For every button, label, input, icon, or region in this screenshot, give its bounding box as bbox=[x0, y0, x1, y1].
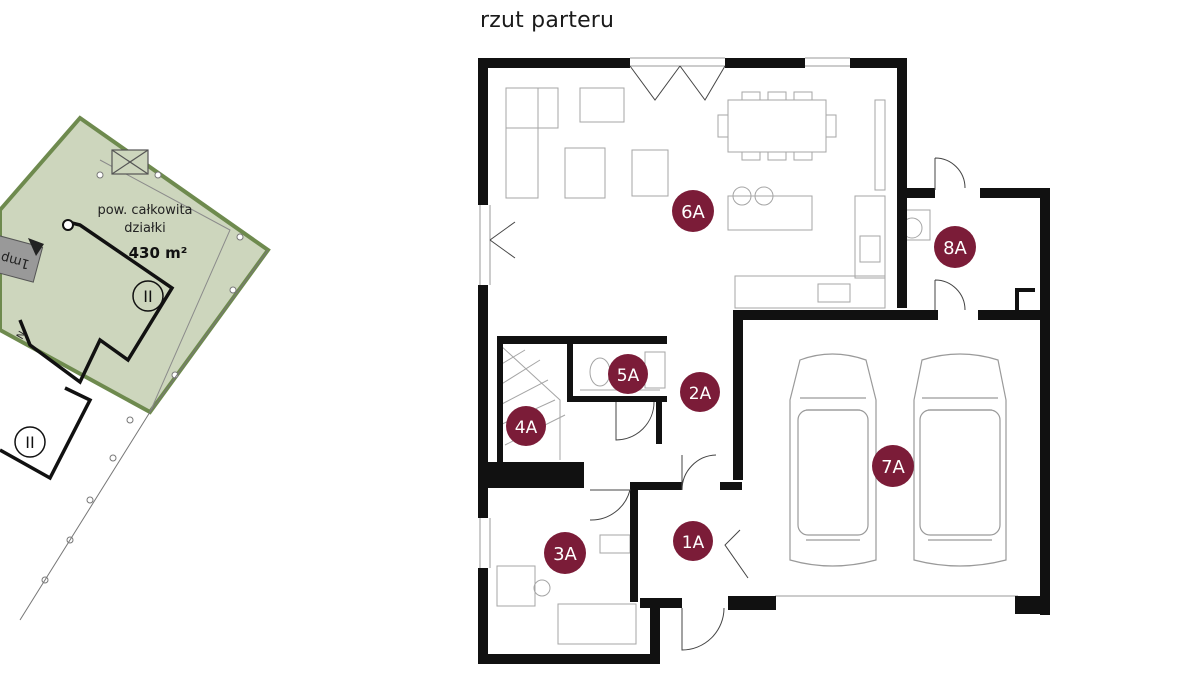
room-badge-7a[interactable]: 7A bbox=[872, 445, 914, 487]
room-badge-3a[interactable]: 3A bbox=[544, 532, 586, 574]
house-footprint bbox=[18, 220, 175, 385]
room-badge-7a-label: 7A bbox=[881, 457, 905, 478]
plot-area bbox=[0, 115, 271, 415]
room-badge-5a-label: 5A bbox=[617, 366, 640, 386]
north-arrow-label: N bbox=[15, 330, 28, 342]
room-badge-4a[interactable]: 4A bbox=[506, 406, 546, 446]
car-icon-left bbox=[789, 353, 877, 567]
road-line bbox=[19, 249, 269, 621]
room-badge-5a[interactable]: 5A bbox=[608, 354, 648, 394]
neighbor-unit-marker-icon bbox=[14, 426, 46, 458]
room-badge-1a[interactable]: 1A bbox=[673, 521, 713, 561]
plot-area-value: 430 m² bbox=[129, 244, 188, 262]
room-badge-1a-label: 1A bbox=[682, 533, 705, 553]
room-badge-4a-label: 4A bbox=[515, 418, 538, 438]
parking-spot-label: 1mp bbox=[0, 249, 31, 271]
neighbor-footprint bbox=[0, 386, 93, 481]
plot-area-label-line2: działki bbox=[124, 221, 166, 236]
plot-area-label-line1: pow. całkowita bbox=[97, 203, 192, 218]
room-badge-6a[interactable]: 6A bbox=[672, 190, 714, 232]
car-icon-right bbox=[913, 353, 1007, 567]
floor-plan-title: rzut parteru bbox=[480, 8, 615, 33]
room-badge-2a[interactable]: 2A bbox=[680, 372, 720, 412]
parking-spot: 1mp bbox=[0, 234, 44, 283]
entry-arrow-icon bbox=[28, 238, 44, 256]
room-badge-8a-label: 8A bbox=[943, 238, 967, 259]
gate-icon bbox=[111, 149, 149, 175]
room-badge-3a-label: 3A bbox=[553, 544, 577, 565]
entry-marker-icon bbox=[62, 219, 74, 231]
neighbor-unit-marker-label: II bbox=[25, 433, 34, 452]
unit-marker-label: II bbox=[143, 287, 152, 306]
room-badge-2a-label: 2A bbox=[689, 384, 712, 404]
room-badge-6a-label: 6A bbox=[681, 202, 705, 223]
window-markers bbox=[479, 57, 1018, 597]
plot-boundary-line bbox=[99, 159, 231, 413]
walls bbox=[478, 58, 1050, 664]
room-badge-8a[interactable]: 8A bbox=[934, 226, 976, 268]
site-plan: 1mp pow. całkowita działki 430 m² II II … bbox=[0, 115, 271, 621]
door-swings bbox=[489, 65, 966, 651]
unit-marker-icon bbox=[132, 280, 164, 312]
